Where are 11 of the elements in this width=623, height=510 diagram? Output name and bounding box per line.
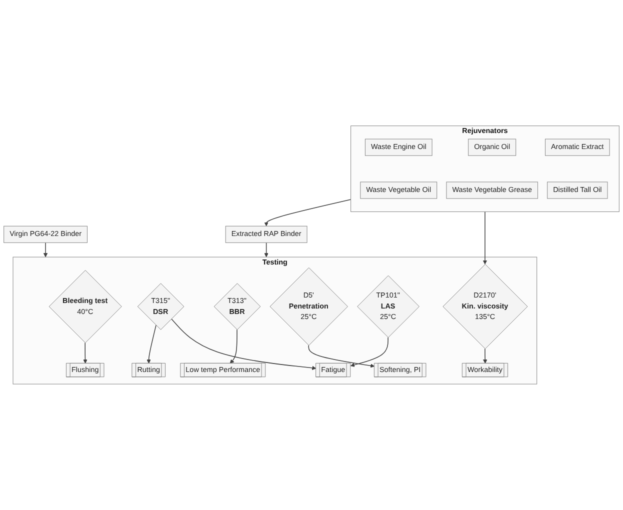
arrow (171, 318, 316, 370)
arrow (264, 199, 352, 226)
arrow (482, 211, 488, 264)
arrow (482, 348, 488, 364)
arrow (230, 329, 238, 364)
arrow (350, 337, 388, 367)
arrow (83, 342, 88, 364)
arrow (43, 242, 48, 258)
arrow (264, 242, 268, 258)
arrow (308, 345, 375, 368)
arrow (146, 324, 156, 364)
